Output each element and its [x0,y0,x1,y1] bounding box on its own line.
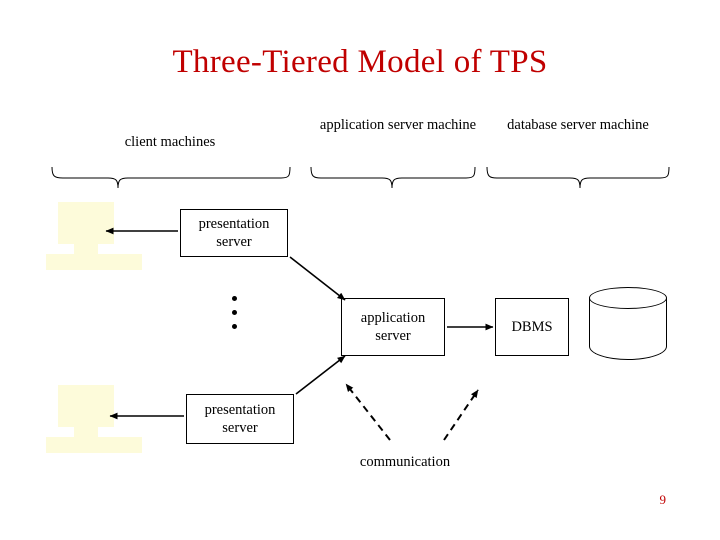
dashed-arrow-communication-right [443,389,479,441]
client-screen [58,385,114,427]
dbms-box[interactable]: DBMS [495,298,569,356]
column-header-client-machines: client machines [124,134,216,150]
page-number: 9 [659,492,667,507]
brace-client-machines [51,166,291,189]
brace-application-server-machine [310,166,476,189]
page-title: Three-Tiered Model of TPS [172,44,548,80]
brace-database-server-machine [486,166,670,189]
arrow-presentation-bottom-to-application [295,355,346,395]
client-machine-icon-bottom [46,385,142,457]
communication-label: communication [359,454,451,470]
vertical-dots-icon [232,296,238,338]
client-base [46,254,142,270]
dashed-arrow-communication-left [345,383,391,441]
client-screen [58,202,114,244]
client-neck [74,427,98,437]
client-base [46,437,142,453]
arrow-presentation-top-to-application [289,256,346,301]
application-server-box[interactable]: application server [341,298,445,356]
client-machine-icon-top [46,202,142,274]
cylinder-top-ellipse [589,287,667,309]
column-header-database-server-machine: database server machine [507,117,649,133]
database-cylinder-icon [589,287,667,375]
column-header-application-server-machine: application server machine [319,117,477,133]
presentation-server-bottom-box[interactable]: presentation server [186,394,294,444]
presentation-server-top-box[interactable]: presentation server [180,209,288,257]
client-neck [74,244,98,254]
